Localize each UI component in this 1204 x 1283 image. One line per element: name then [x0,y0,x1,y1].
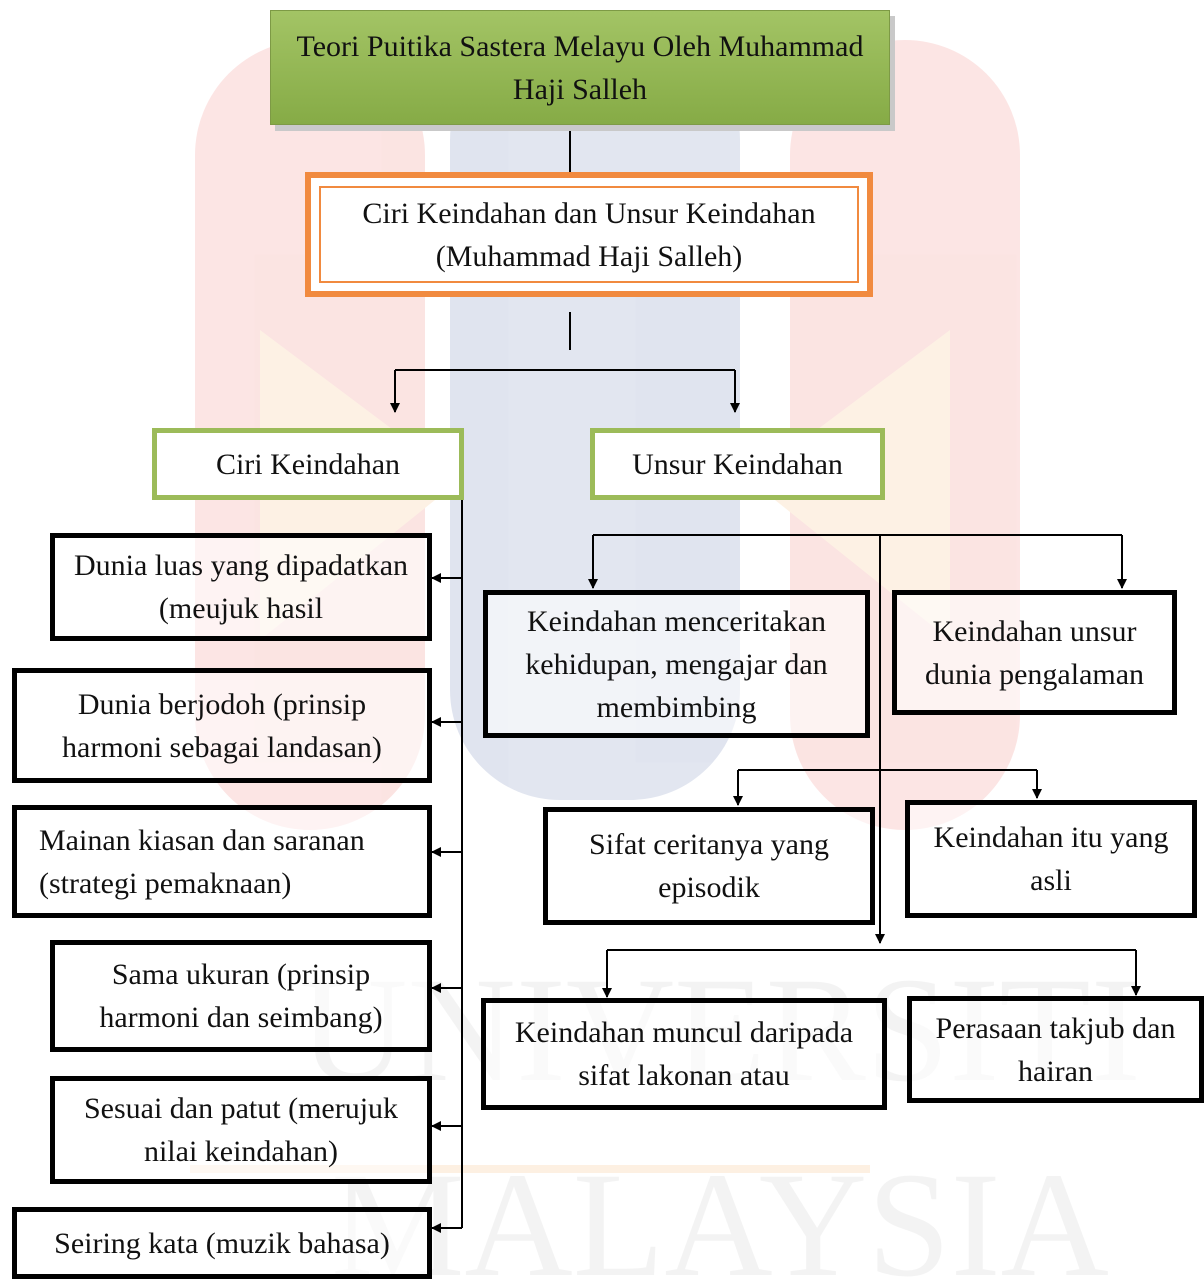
unsur-item-6: Perasaan takjub dan hairan [907,996,1204,1103]
ciri-item-2: Dunia berjodoh (prinsip harmoni sebagai … [12,668,432,783]
ciri-item-5-text: Sesuai dan patut (merujuk nilai keindaha… [83,1092,399,1168]
watermark-text-2: MALAYSIA [331,1142,1109,1283]
unsur-item-1-text: Keindahan menceritakan kehidupan, mengaj… [525,604,828,724]
title-box: Teori Puitika Sastera Melayu Oleh Muhamm… [270,10,890,125]
root-box-inner-border [319,186,859,283]
ciri-item-4-text: Sama ukuran (prinsip harmoni dan seimban… [99,958,383,1034]
unsur-item-5: Keindahan muncul daripada sifat lakonan … [481,998,887,1110]
branch-unsur-keindahan: Unsur Keindahan [590,428,885,500]
unsur-item-1: Keindahan menceritakan kehidupan, mengaj… [483,590,870,738]
unsur-item-2: Keindahan unsur dunia pengalaman [892,590,1177,715]
root-box: Ciri Keindahan dan Unsur Keindahan (Muha… [305,172,873,297]
branch-ciri-label: Ciri Keindahan [215,447,401,481]
ciri-item-4: Sama ukuran (prinsip harmoni dan seimban… [50,940,432,1052]
root-text: Ciri Keindahan dan Unsur Keindahan (Muha… [362,196,816,273]
title-text: Teori Puitika Sastera Melayu Oleh Muhamm… [296,29,864,106]
ciri-item-1: Dunia luas yang dipadatkan (meujuk hasil [50,533,432,641]
branch-ciri-keindahan: Ciri Keindahan [152,428,464,500]
unsur-item-3: Sifat ceritanya yang episodik [543,807,875,925]
unsur-item-3-text: Sifat ceritanya yang episodik [589,828,829,904]
ciri-item-3-text: Mainan kiasan dan saranan (strategi pema… [39,823,365,900]
ciri-item-5: Sesuai dan patut (merujuk nilai keindaha… [50,1076,432,1184]
unsur-item-4: Keindahan itu yang asli [905,800,1197,918]
ciri-item-6-text: Seiring kata (muzik bahasa) [54,1226,390,1260]
unsur-item-2-text: Keindahan unsur dunia pengalaman [924,614,1145,691]
unsur-item-5-text: Keindahan muncul daripada sifat lakonan … [514,1016,854,1092]
ciri-item-3: Mainan kiasan dan saranan (strategi pema… [12,805,432,918]
unsur-item-6-text: Perasaan takjub dan hairan [935,1011,1176,1088]
branch-unsur-label: Unsur Keindahan [632,447,843,481]
ciri-item-6: Seiring kata (muzik bahasa) [12,1207,432,1279]
ciri-item-1-text: Dunia luas yang dipadatkan (meujuk hasil [73,549,409,625]
unsur-item-4-text: Keindahan itu yang asli [933,821,1169,897]
ciri-item-2-text: Dunia berjodoh (prinsip harmoni sebagai … [62,687,382,764]
